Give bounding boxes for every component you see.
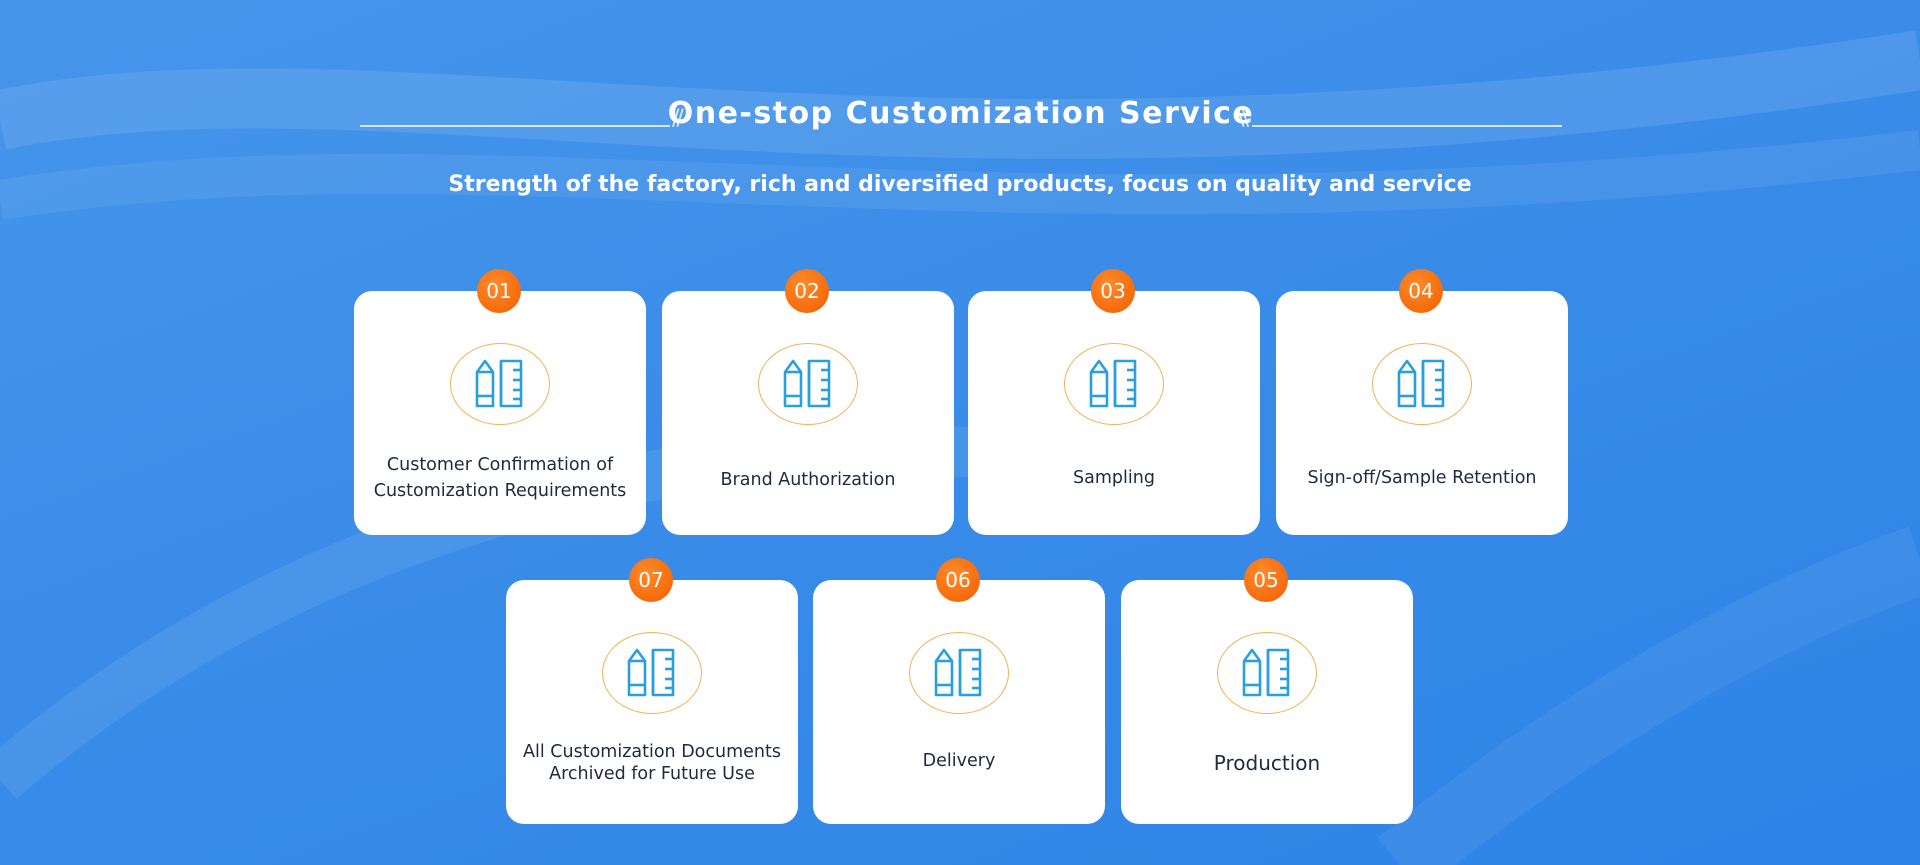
pencil-ruler-icon: [1089, 359, 1137, 408]
title-row: // One-stop Customization Service \\: [360, 92, 1562, 136]
step-label: Production: [1213, 751, 1321, 775]
icon-ring: [602, 632, 702, 714]
icon-ring: [1217, 632, 1317, 714]
step-card-01: 01 Customer Confirmation of Customizatio…: [354, 269, 646, 535]
step-label: Delivery: [922, 751, 996, 771]
title-divider-left: [360, 125, 670, 127]
step-card-03: 03 Sampling: [968, 269, 1260, 535]
pencil-ruler-icon: [1397, 359, 1445, 408]
icon-ring: [1372, 343, 1472, 425]
step-card-07: 07 All Customization Documents Archived …: [506, 558, 798, 824]
step-label: All Customization Documents Archived for…: [523, 742, 781, 784]
pencil-ruler-icon: [783, 359, 831, 408]
pencil-ruler-icon: [627, 648, 675, 697]
icon-ring: [758, 343, 858, 425]
step-number-badge: 04: [1399, 269, 1443, 313]
icon-ring: [1064, 343, 1164, 425]
step-card-06: 06 Delivery: [813, 558, 1105, 824]
pencil-ruler-icon: [934, 648, 982, 697]
title-slash-right: \\: [1237, 106, 1249, 131]
pencil-ruler-icon: [1242, 648, 1290, 697]
step-number-badge: 05: [1244, 558, 1288, 602]
step-card-04: 04 Sign-off/Sample Retention: [1276, 269, 1568, 535]
icon-ring: [450, 343, 550, 425]
step-card-05: 05 Production: [1121, 558, 1413, 824]
page-subtitle: Strength of the factory, rich and divers…: [448, 172, 1472, 197]
step-label: Sampling: [1073, 468, 1155, 488]
step-label: Customer Confirmation of Customization R…: [373, 455, 627, 501]
pencil-ruler-icon: [475, 359, 523, 408]
step-label: Sign-off/Sample Retention: [1307, 468, 1537, 488]
icon-ring: [909, 632, 1009, 714]
title-slash-left: //: [672, 106, 684, 131]
step-card-02: 02 Brand Authorization: [662, 269, 954, 535]
step-number-badge: 01: [477, 269, 521, 313]
step-number-badge: 06: [936, 558, 980, 602]
title-divider-right: [1252, 125, 1562, 127]
step-number-badge: 07: [629, 558, 673, 602]
step-number-badge: 02: [785, 269, 829, 313]
page-title: One-stop Customization Service: [667, 96, 1255, 131]
step-label: Brand Authorization: [720, 470, 896, 490]
step-number-badge: 03: [1091, 269, 1135, 313]
